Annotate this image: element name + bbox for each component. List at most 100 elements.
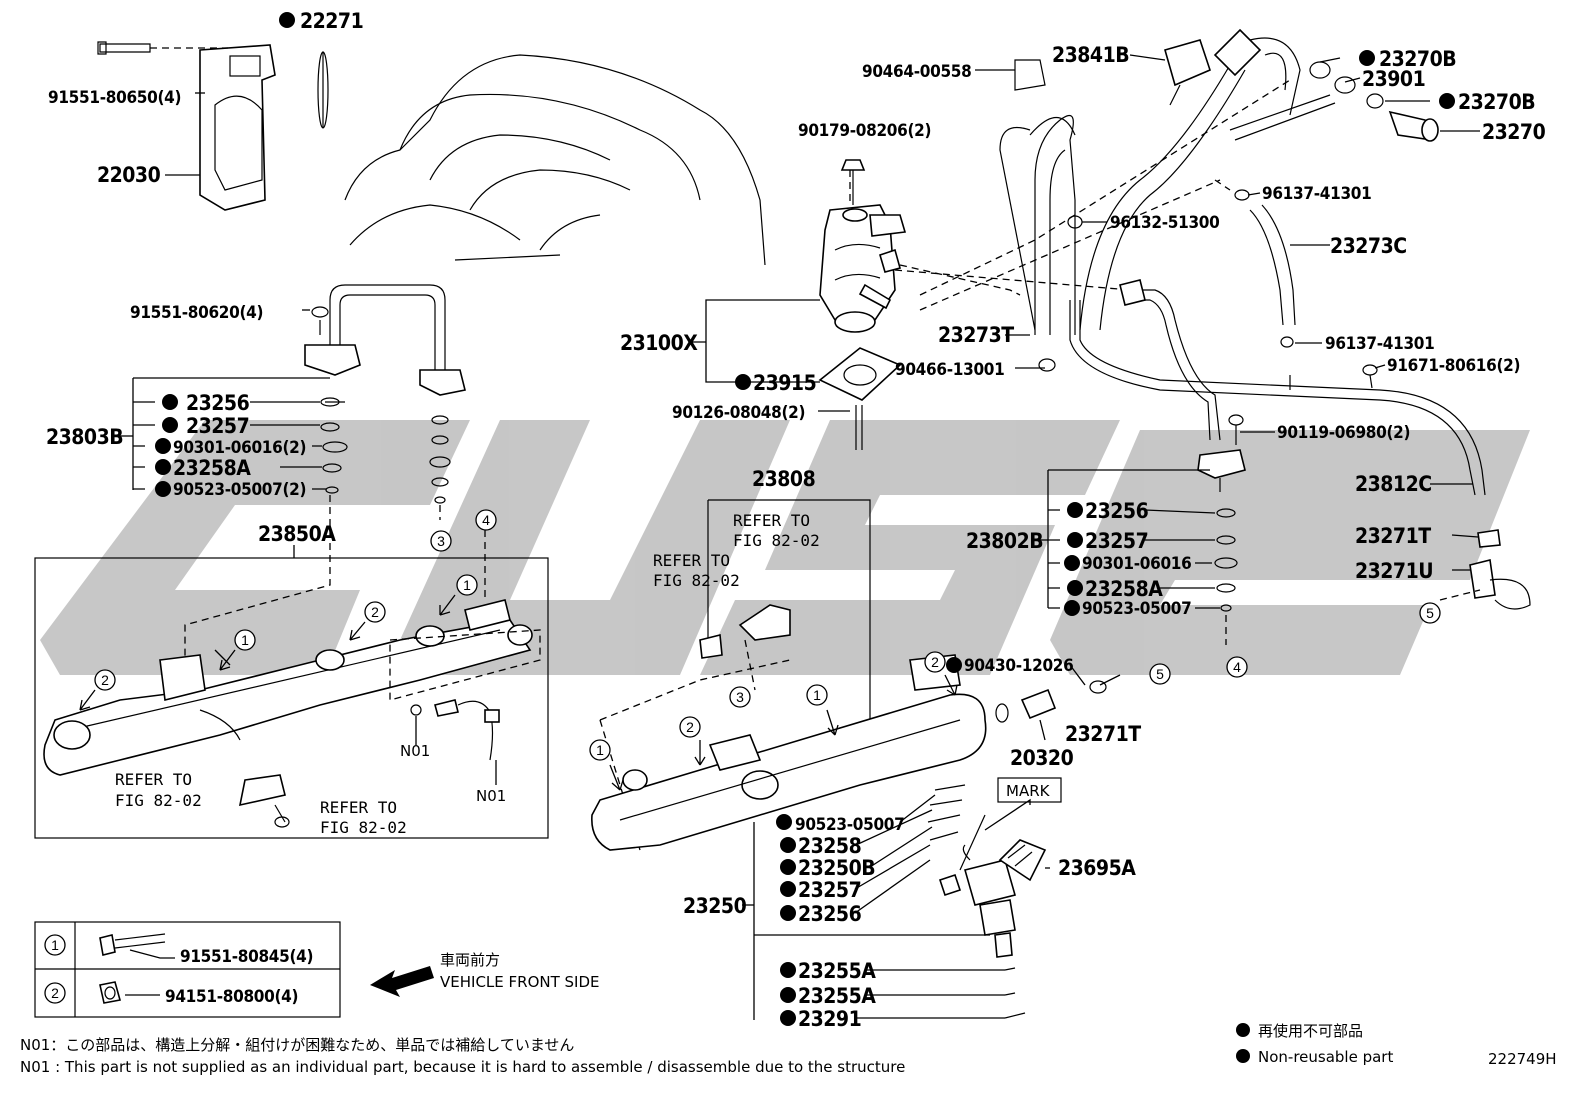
callout-3: 3: [437, 533, 445, 549]
label-20320: 20320: [1010, 746, 1074, 770]
callout-1: 1: [596, 742, 604, 758]
refer-fig-3: FIG 82-02: [115, 791, 202, 810]
label-23271U: 23271U: [1355, 559, 1433, 583]
label-23257-left: 23257: [186, 414, 249, 438]
mark-box: [997, 777, 1062, 803]
callout-2: 2: [101, 672, 109, 688]
label-23270B-second: 23270B: [1458, 90, 1535, 114]
refer-to-3: REFER TO: [115, 770, 192, 789]
vehicle-front-arrow: [370, 966, 434, 997]
callout-1: 1: [813, 687, 821, 703]
pressure-valve-drawing: [818, 159, 1021, 450]
label-91671-80616: 91671-80616(2): [1387, 356, 1520, 376]
callout-1: 1: [241, 632, 249, 648]
label-N01-right: N01: [476, 787, 506, 805]
callout-4: 4: [482, 512, 490, 528]
right-fuel-pipe-drawing: [1069, 279, 1531, 645]
refer-fig-4: FIG 82-02: [320, 818, 407, 837]
callout-5: 5: [1426, 605, 1434, 621]
label-96137-bottom: 96137-41301: [1325, 334, 1434, 354]
leader-lines: [118, 54, 1480, 1020]
callout-3: 3: [736, 689, 744, 705]
bolt-legend-table: [34, 921, 341, 1018]
label-23258: 23258: [798, 834, 861, 858]
label-91551-80620: 91551-80620(4): [130, 303, 263, 323]
legend-row1-part: 91551-80845(4): [180, 947, 313, 967]
label-90430-12026: 90430-12026: [964, 656, 1073, 676]
label-23291: 23291: [798, 1007, 861, 1031]
callout-2: 2: [371, 604, 379, 620]
label-90119-06980: 90119-06980(2): [1277, 423, 1410, 443]
note-N01-en: N01 : This part is not supplied as an in…: [20, 1058, 905, 1076]
label-23271T-middle: 23271T: [1065, 722, 1141, 746]
label-90301-left: 90301-06016(2): [173, 438, 306, 458]
label-23258A-right: 23258A: [1085, 577, 1163, 601]
refer-fig-2: FIG 82-02: [653, 571, 740, 590]
left-fuel-pipe-drawing: [304, 284, 466, 396]
label-23695A: 23695A: [1058, 856, 1136, 880]
key-non-reusable-en: Non-reusable part: [1258, 1048, 1393, 1066]
refer-to-1: REFER TO: [733, 511, 810, 530]
legend-row1-num: 1: [51, 937, 59, 953]
legend-row2-part: 94151-80800(4): [165, 987, 298, 1007]
label-MARK: MARK: [1006, 782, 1051, 800]
label-23812C: 23812C: [1355, 472, 1432, 496]
label-90466-13001: 90466-13001: [895, 360, 1004, 380]
label-23273C: 23273C: [1330, 234, 1407, 258]
label-23255A-first: 23255A: [798, 959, 876, 983]
watermark-cuse: [40, 420, 1530, 675]
label-96132-51300: 96132-51300: [1110, 213, 1219, 233]
non-reusable-dots: [155, 12, 1455, 1063]
label-23257-injector: 23257: [798, 878, 861, 902]
label-23256-injector: 23256: [798, 902, 862, 926]
callout-4: 4: [1233, 659, 1241, 675]
assembly-box-23850A: [34, 557, 549, 839]
label-23256-right: 23256: [1085, 499, 1149, 523]
label-23271T-right: 23271T: [1355, 524, 1431, 548]
label-23841B: 23841B: [1052, 43, 1129, 67]
label-90523-right: 90523-05007: [1082, 599, 1191, 619]
legend-row2-num: 2: [51, 985, 59, 1001]
top-hoses-drawing: [894, 28, 1439, 372]
label-90464-00558: 90464-00558: [862, 62, 971, 82]
key-non-reusable-jp: 再使用不可部品: [1258, 1022, 1363, 1040]
callout-markers: 3 4 1 2 1 2 3 1 2 1 2 5 5 4: [79, 509, 1441, 791]
refer-to-4: REFER TO: [320, 798, 397, 817]
note-N01-jp: N01：この部品は、構造上分解・組付けが困難なため、単品では補給していません: [20, 1036, 574, 1054]
throttle-body-drawing: [97, 41, 329, 211]
label-90126-08048: 90126-08048(2): [672, 403, 805, 423]
label-96137-top: 96137-41301: [1262, 184, 1371, 204]
label-90523-left: 90523-05007(2): [173, 480, 306, 500]
label-23255A-second: 23255A: [798, 984, 876, 1008]
label-23803B: 23803B: [46, 425, 123, 449]
label-N01-left: N01: [400, 742, 430, 760]
diagram-id: 222749H: [1488, 1050, 1557, 1068]
label-23915: 23915: [753, 371, 816, 395]
left-fuel-rail-drawing: [43, 599, 541, 828]
intake-manifold-drawing: [344, 54, 766, 266]
callout-1: 1: [463, 577, 471, 593]
label-23270B-top: 23270B: [1379, 47, 1456, 71]
label-23250B: 23250B: [798, 856, 875, 880]
callout-5: 5: [1156, 666, 1164, 682]
label-23256-left: 23256: [186, 391, 250, 415]
label-23808: 23808: [752, 467, 815, 491]
label-90523-injector: 90523-05007: [795, 815, 904, 835]
label-23901: 23901: [1362, 67, 1425, 91]
label-22271: 22271: [300, 9, 363, 33]
label-22030: 22030: [97, 163, 161, 187]
label-23258A-left: 23258A: [173, 456, 251, 480]
refer-to-2: REFER TO: [653, 551, 730, 570]
label-91551-80650: 91551-80650(4): [48, 88, 181, 108]
vehicle-front-jp: 車両前方: [440, 951, 500, 969]
label-90301-right: 90301-06016: [1082, 554, 1191, 574]
callout-2: 2: [686, 719, 694, 735]
callout-2: 2: [931, 654, 939, 670]
label-23850A: 23850A: [258, 522, 336, 546]
vehicle-front-en: VEHICLE FRONT SIDE: [440, 973, 600, 991]
label-23250: 23250: [683, 894, 747, 918]
refer-fig-1: FIG 82-02: [733, 531, 820, 550]
